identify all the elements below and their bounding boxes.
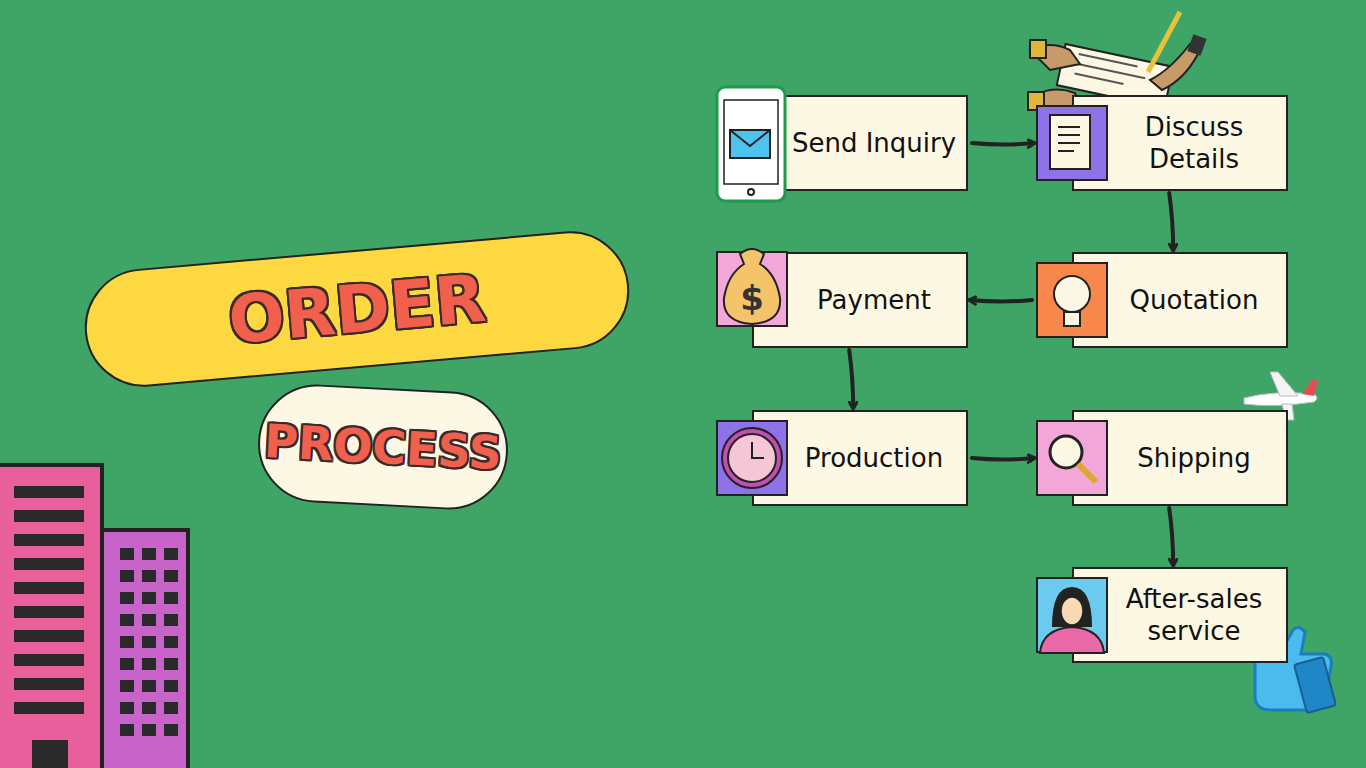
buildings bbox=[0, 465, 188, 768]
flow-arrow bbox=[849, 350, 853, 408]
process-step: Shipping bbox=[1036, 410, 1288, 506]
flow-arrow bbox=[972, 143, 1034, 145]
process-step: Discuss Details bbox=[1036, 95, 1288, 191]
step-text-area: Send Inquiry bbox=[786, 95, 962, 191]
step-icon bbox=[1036, 577, 1108, 653]
flow-arrow bbox=[970, 300, 1032, 302]
step-icon: $ bbox=[716, 240, 788, 328]
step-icon bbox=[1036, 105, 1108, 181]
step-text-area: Quotation bbox=[1106, 252, 1282, 348]
process-step: Production bbox=[716, 410, 968, 506]
step-text-area: After-sales service bbox=[1106, 567, 1282, 663]
step-icon bbox=[1036, 262, 1108, 338]
process-step: $ Payment bbox=[716, 252, 968, 348]
step-icon bbox=[1036, 420, 1108, 496]
step-text-area: Production bbox=[786, 410, 962, 506]
step-label: Shipping bbox=[1106, 442, 1282, 474]
step-icon bbox=[716, 86, 786, 203]
step-label: Payment bbox=[786, 284, 962, 316]
flow-arrow bbox=[1169, 193, 1173, 250]
step-label: Production bbox=[786, 442, 962, 474]
step-icon bbox=[716, 420, 788, 496]
step-text-area: Discuss Details bbox=[1106, 95, 1282, 191]
process-step: Send Inquiry bbox=[716, 86, 968, 204]
title-pill: PROCESS bbox=[255, 382, 511, 513]
flow-arrow bbox=[1169, 508, 1173, 565]
step-label: Discuss Details bbox=[1106, 111, 1282, 175]
step-text-area: Payment bbox=[786, 252, 962, 348]
step-label: Quotation bbox=[1106, 284, 1282, 316]
title-pill: ORDER bbox=[80, 226, 634, 391]
step-text-area: Shipping bbox=[1106, 410, 1282, 506]
pill-title: ORDER bbox=[225, 259, 488, 358]
step-label: After-sales service bbox=[1106, 583, 1282, 647]
process-step: After-sales service bbox=[1036, 567, 1288, 663]
process-step: Quotation bbox=[1036, 252, 1288, 348]
pill-title: PROCESS bbox=[263, 414, 503, 480]
flow-arrow bbox=[972, 458, 1034, 460]
svg-text:$: $ bbox=[740, 278, 764, 318]
step-label: Send Inquiry bbox=[786, 127, 962, 159]
